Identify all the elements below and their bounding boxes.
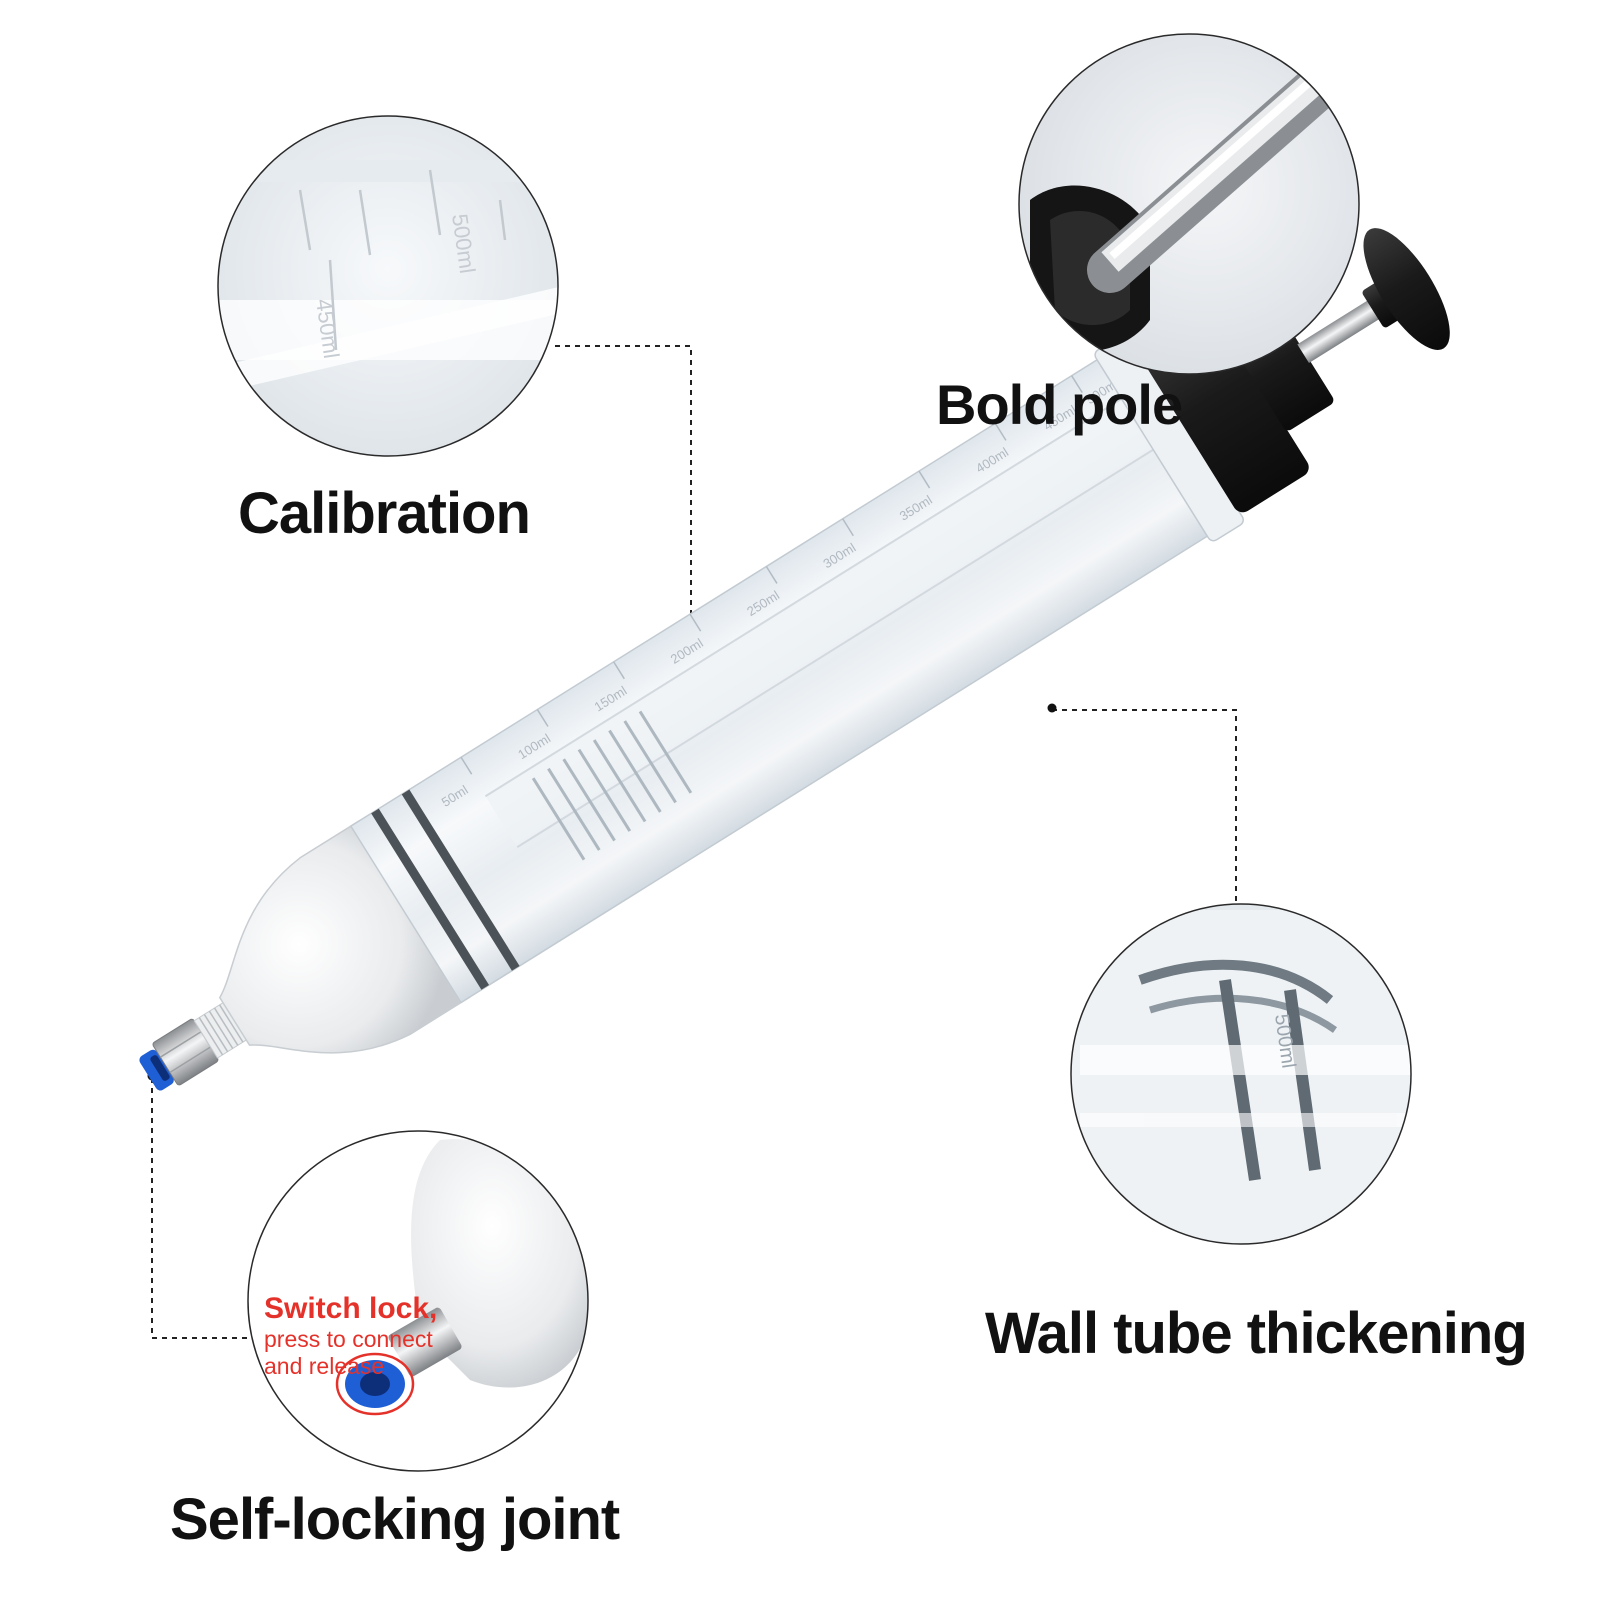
label-self-locking-joint: Self-locking joint: [170, 1487, 620, 1552]
joint-highlight-ring: [335, 1352, 415, 1416]
joint-note-title: Switch lock,: [264, 1292, 438, 1325]
plunger-rod: [1297, 295, 1388, 363]
barrel-ring-2: [401, 789, 520, 971]
plunger-knob: [1363, 228, 1450, 350]
joint-note-line-2: press to connect: [264, 1326, 433, 1352]
label-wall-tube-thickening: Wall tube thickening: [985, 1301, 1528, 1366]
detail-circle-wall-tube: 500ml: [1070, 903, 1412, 1245]
detail-circle-calibration: 500ml 450ml: [217, 115, 559, 457]
detail-circle-bold-pole: [1018, 33, 1360, 375]
leader-self-locking: [151, 1078, 250, 1339]
leader-wall-tube: [1052, 709, 1237, 910]
label-bold-pole: Bold pole: [936, 373, 1183, 436]
leader-dot-wall-tube: [1047, 703, 1057, 713]
joint-note-line-3: and release: [264, 1353, 385, 1379]
detail-circle-joint: [247, 1130, 589, 1472]
barrel-ring-1: [371, 808, 490, 990]
label-calibration: Calibration: [238, 481, 531, 546]
